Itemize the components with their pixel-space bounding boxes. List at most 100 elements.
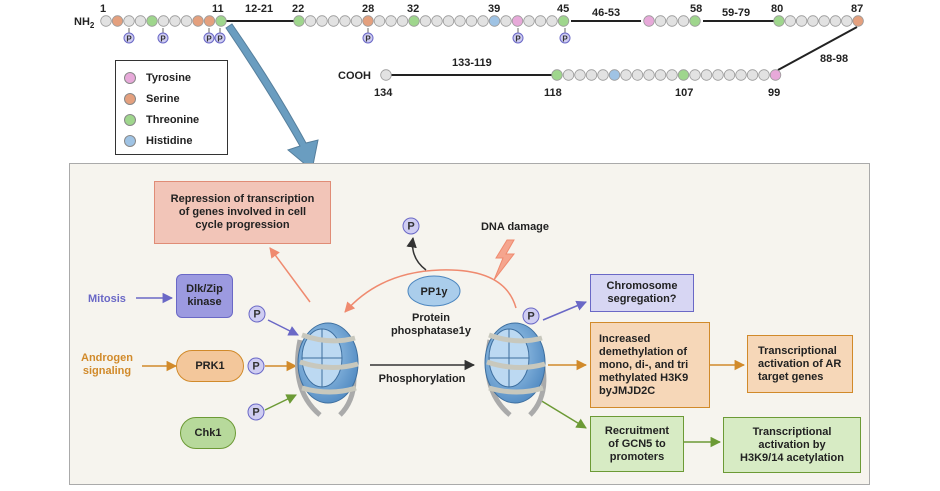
residue-bead: [316, 15, 328, 27]
residue-bead: [689, 15, 701, 27]
residue-number-107: 107: [675, 87, 693, 99]
dlk-kinase-box: Dlk/Zip kinase: [176, 274, 233, 318]
chk1-box: Chk1: [180, 417, 236, 449]
gcn5-text: Recruitment of GCN5 to promoters: [604, 424, 670, 463]
dna-damage-label: DNA damage: [481, 221, 549, 233]
residue-bead: [511, 15, 524, 27]
acetylation-box: Transcriptional activation by H3K9/14 ac…: [723, 417, 861, 473]
phospho-marker-icon: [214, 32, 226, 44]
phospho-label: P: [252, 361, 259, 373]
residue-bead: [339, 15, 351, 27]
residue-bead: [454, 15, 466, 27]
residue-bead: [574, 69, 586, 81]
residue-bead: [477, 15, 489, 27]
residue-bead: [818, 15, 830, 27]
residue-bead: [643, 69, 655, 81]
androgen-label: Androgen signaling: [72, 350, 142, 380]
legend-label: Tyrosine: [146, 71, 192, 84]
residue-bead: [431, 15, 443, 27]
phospho-label: P: [527, 311, 534, 323]
legend-label: Histidine: [146, 134, 193, 147]
phospho-label: P: [407, 221, 414, 233]
pp1y-label: PP1y: [421, 286, 449, 298]
phospho-marker-icon: [512, 32, 524, 44]
residue-bead: [169, 15, 181, 27]
serine-swatch-icon: [124, 92, 136, 105]
androgen-text: Androgen signaling: [81, 352, 133, 377]
residue-number-11: 11: [212, 3, 224, 15]
residue-bead: [551, 69, 563, 81]
zoom-arrow: [225, 23, 319, 171]
residue-number-45: 45: [557, 3, 569, 15]
residue-number-28: 28: [362, 3, 374, 15]
residue-bead: [203, 15, 216, 27]
residue-bead: [373, 15, 386, 27]
protein-phosphatase-label: Protein phosphatase1y: [376, 310, 486, 340]
demethylation-box: Increased demethylation of mono, di-, an…: [590, 322, 710, 408]
phospho-marker-icon: [247, 357, 265, 375]
residue-bead: [562, 69, 575, 81]
phospho-marker-icon: [559, 32, 571, 44]
demethylation-text: Increased demethylation of mono, di-, an…: [599, 332, 689, 397]
residue-number-32: 32: [407, 3, 419, 15]
residue-bead: [773, 15, 785, 27]
residue-bead: [534, 15, 547, 27]
residue-chain-bottom: [380, 69, 782, 81]
residue-bead: [146, 15, 158, 27]
residue-bead: [362, 15, 374, 27]
legend-item-tyrosine: Tyrosine: [124, 67, 227, 88]
residue-bead: [795, 15, 808, 27]
residue-number-22: 22: [292, 3, 304, 15]
residue-bead: [350, 15, 363, 27]
chromosome-text: Chromosome segregation?: [606, 280, 678, 305]
residue-number-1: 1: [100, 3, 106, 15]
prk1-box: PRK1: [176, 350, 244, 382]
threonine-swatch-icon: [124, 113, 136, 126]
tyrosine-swatch-icon: [124, 71, 136, 84]
residue-bead: [631, 69, 644, 81]
residue-bead: [608, 69, 621, 81]
dna-damage-icon: [493, 239, 516, 281]
phospho-marker-icon: [203, 32, 215, 44]
dephosphorylation-arrow: [344, 269, 517, 313]
residue-bead: [807, 15, 819, 27]
repression-text: Repression of transcription of genes inv…: [170, 193, 315, 231]
residue-bead: [689, 69, 701, 81]
residue-bead: [700, 69, 713, 81]
residue-bead: [841, 15, 853, 27]
residue-bead: [735, 69, 747, 81]
residue-bead: [123, 15, 135, 27]
residue-number-80: 80: [771, 3, 783, 15]
residue-number-99: 99: [768, 87, 780, 99]
phospho-label: P: [253, 309, 260, 321]
repression-arrow: [269, 247, 311, 303]
residue-bead: [111, 15, 124, 27]
residue-bead: [293, 15, 305, 27]
residue-number-87: 87: [851, 3, 863, 15]
residue-number-58: 58: [690, 3, 702, 15]
legend-label: Serine: [146, 92, 180, 105]
legend-label: Threonine: [146, 113, 200, 126]
residue-number-133-119: 133-119: [452, 57, 492, 69]
residue-bead: [585, 69, 598, 81]
residue-bead: [643, 15, 655, 27]
residue-bead: [100, 15, 112, 27]
residue-bead: [419, 15, 432, 27]
residue-bead: [746, 69, 759, 81]
phospho-marker-icon: [123, 32, 135, 44]
residue-bead: [597, 69, 609, 81]
residue-bead: [523, 15, 535, 27]
nucleosome-right-icon: [484, 322, 547, 417]
residue-bead: [442, 15, 455, 27]
ar-activation-text: Transcriptional activation of AR target …: [758, 344, 842, 383]
dlk-to-nucleosome-arrow: [267, 319, 299, 336]
phospho-marker-icon: [248, 305, 266, 323]
gcn5-box: Recruitment of GCN5 to promoters: [590, 416, 684, 472]
residue-number-88-98: 88-98: [820, 53, 848, 65]
legend-item-histidine: Histidine: [124, 130, 227, 151]
phospho-marker-icon: [522, 307, 540, 325]
segment-line-88-98: [777, 26, 858, 71]
residue-bead: [677, 69, 690, 81]
